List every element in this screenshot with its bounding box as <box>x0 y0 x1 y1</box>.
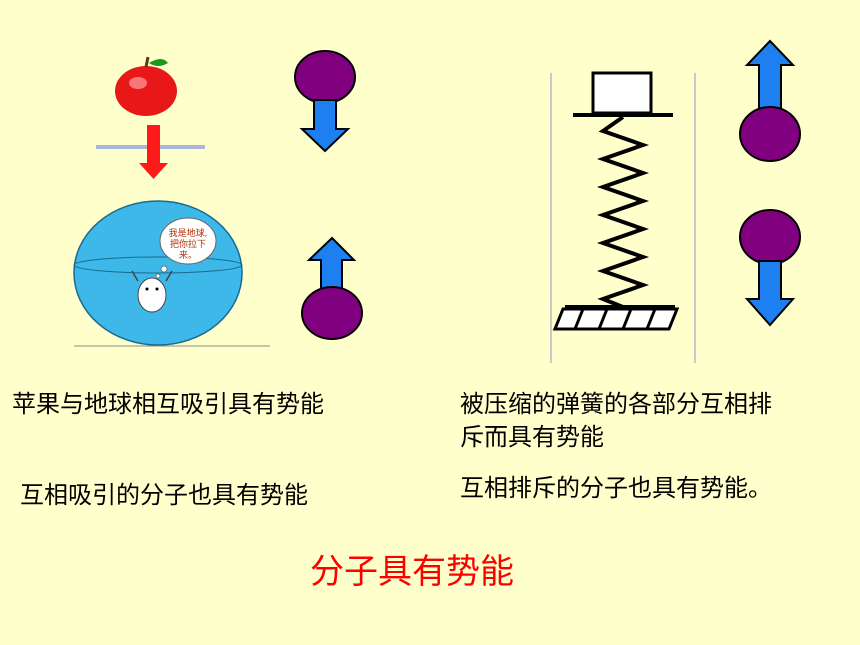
molecule-bottom <box>739 209 801 265</box>
molecule-top <box>739 106 801 162</box>
apple-earth-illustration <box>73 56 270 347</box>
compressed-spring-illustration <box>550 71 696 363</box>
speech-bubble <box>159 217 217 265</box>
molecule-top <box>294 50 356 104</box>
right-caption-2: 互相排斥的分子也具有势能。 <box>460 474 772 502</box>
blue-down-arrow-icon <box>299 99 351 153</box>
right-caption-1-line-1: 被压缩的弹簧的各部分互相排 <box>460 390 772 418</box>
repelling-molecules <box>739 39 801 327</box>
left-caption-2: 互相吸引的分子也具有势能 <box>20 481 308 509</box>
apple-icon <box>115 56 177 116</box>
spring-coil-icon <box>596 115 650 309</box>
molecule-bottom <box>301 286 363 340</box>
blue-down-arrow-icon <box>744 260 796 327</box>
right-caption-1-line-2: 斥而具有势能 <box>460 423 604 451</box>
cartoon-character-icon <box>131 270 173 313</box>
bubble-text: 我是地球,把你拉下来。 <box>168 229 208 261</box>
blue-up-arrow-icon <box>744 39 796 110</box>
blue-up-arrow-icon <box>306 236 357 294</box>
spring-base-icon <box>552 305 680 331</box>
slide-title: 分子具有势能 <box>310 552 514 592</box>
left-caption-1: 苹果与地球相互吸引具有势能 <box>12 390 324 418</box>
attracting-molecules <box>294 50 363 340</box>
red-down-arrow-icon <box>139 125 168 179</box>
weight-block-icon <box>573 71 673 117</box>
